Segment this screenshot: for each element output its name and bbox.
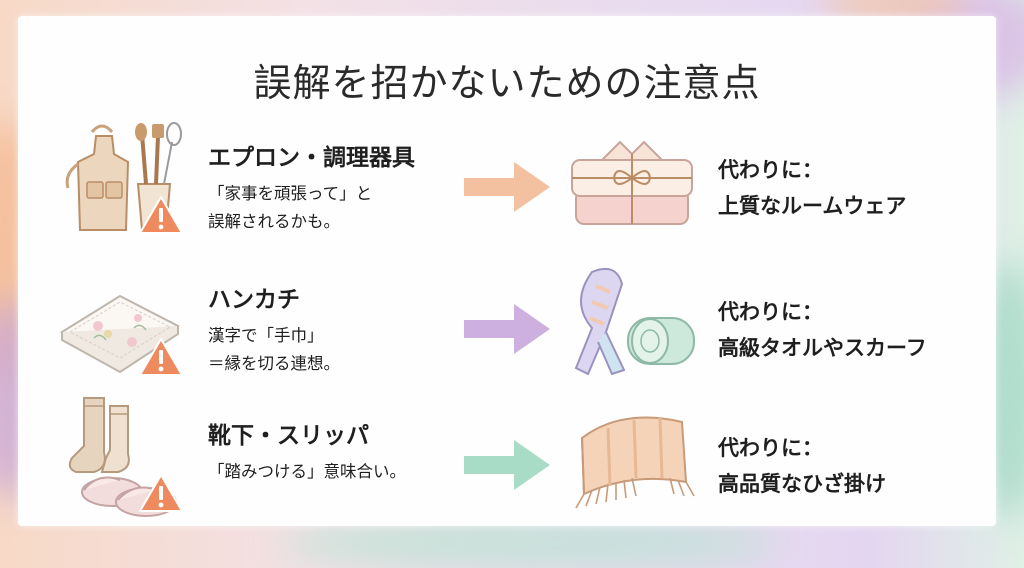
loungewear-icon	[571, 140, 693, 225]
arrow-right-icon	[464, 440, 550, 490]
handkerchief-icon	[60, 294, 180, 374]
item-title: ハンカチ	[208, 287, 300, 313]
description-line: 誤解されるかも。	[208, 212, 340, 231]
item-description: 「家事を頑張って」と 誤解されるかも。	[208, 180, 372, 236]
arrow-right-icon	[464, 304, 550, 354]
description-line: 漢字で「手巾」	[208, 326, 324, 345]
alternative-text: 高級タオルやスカーフ	[718, 336, 927, 360]
alternative-lead: 代わりに：	[718, 436, 823, 460]
description-line: 「家事を頑張って」と	[208, 184, 373, 203]
page-title: 誤解を招かないための注意点	[253, 61, 761, 105]
alternative-lead: 代わりに：	[718, 158, 823, 182]
scarf-towel-icon	[574, 268, 695, 376]
alternative-lead: 代わりに：	[718, 300, 823, 324]
item-title: エプロン・調理器具	[208, 145, 415, 171]
warning-icon	[139, 474, 183, 512]
caution-row-apron: エプロン・調理器具 「家事を頑張って」と 誤解されるかも。 代わりに： 上質なル…	[18, 114, 996, 244]
warning-icon	[139, 196, 183, 234]
description-line: ＝縁を切る連想。	[208, 354, 340, 373]
item-description: 「踏みつける」意味合い。	[208, 458, 406, 486]
info-card: 誤解を招かないための注意点 エプロン・調理器具 「家事を頑張って」と 誤解される…	[18, 16, 996, 526]
caution-row-socks: 靴下・スリッパ 「踏みつける」意味合い。 代わりに： 高品質なひざ掛け	[18, 392, 996, 522]
item-description: 漢字で「手巾」 ＝縁を切る連想。	[208, 322, 340, 378]
arrow-right-icon	[464, 162, 550, 212]
item-title: 靴下・スリッパ	[208, 423, 369, 449]
blanket-icon	[575, 416, 695, 509]
description-line: 「踏みつける」意味合い。	[208, 462, 406, 481]
alternative-text: 上質なルームウェア	[718, 194, 907, 218]
alternative-text: 高品質なひざ掛け	[718, 472, 886, 496]
warning-icon	[139, 338, 183, 376]
caution-row-handkerchief: ハンカチ 漢字で「手巾」 ＝縁を切る連想。 代わりに： 高級タオルやスカーフ	[18, 256, 996, 386]
